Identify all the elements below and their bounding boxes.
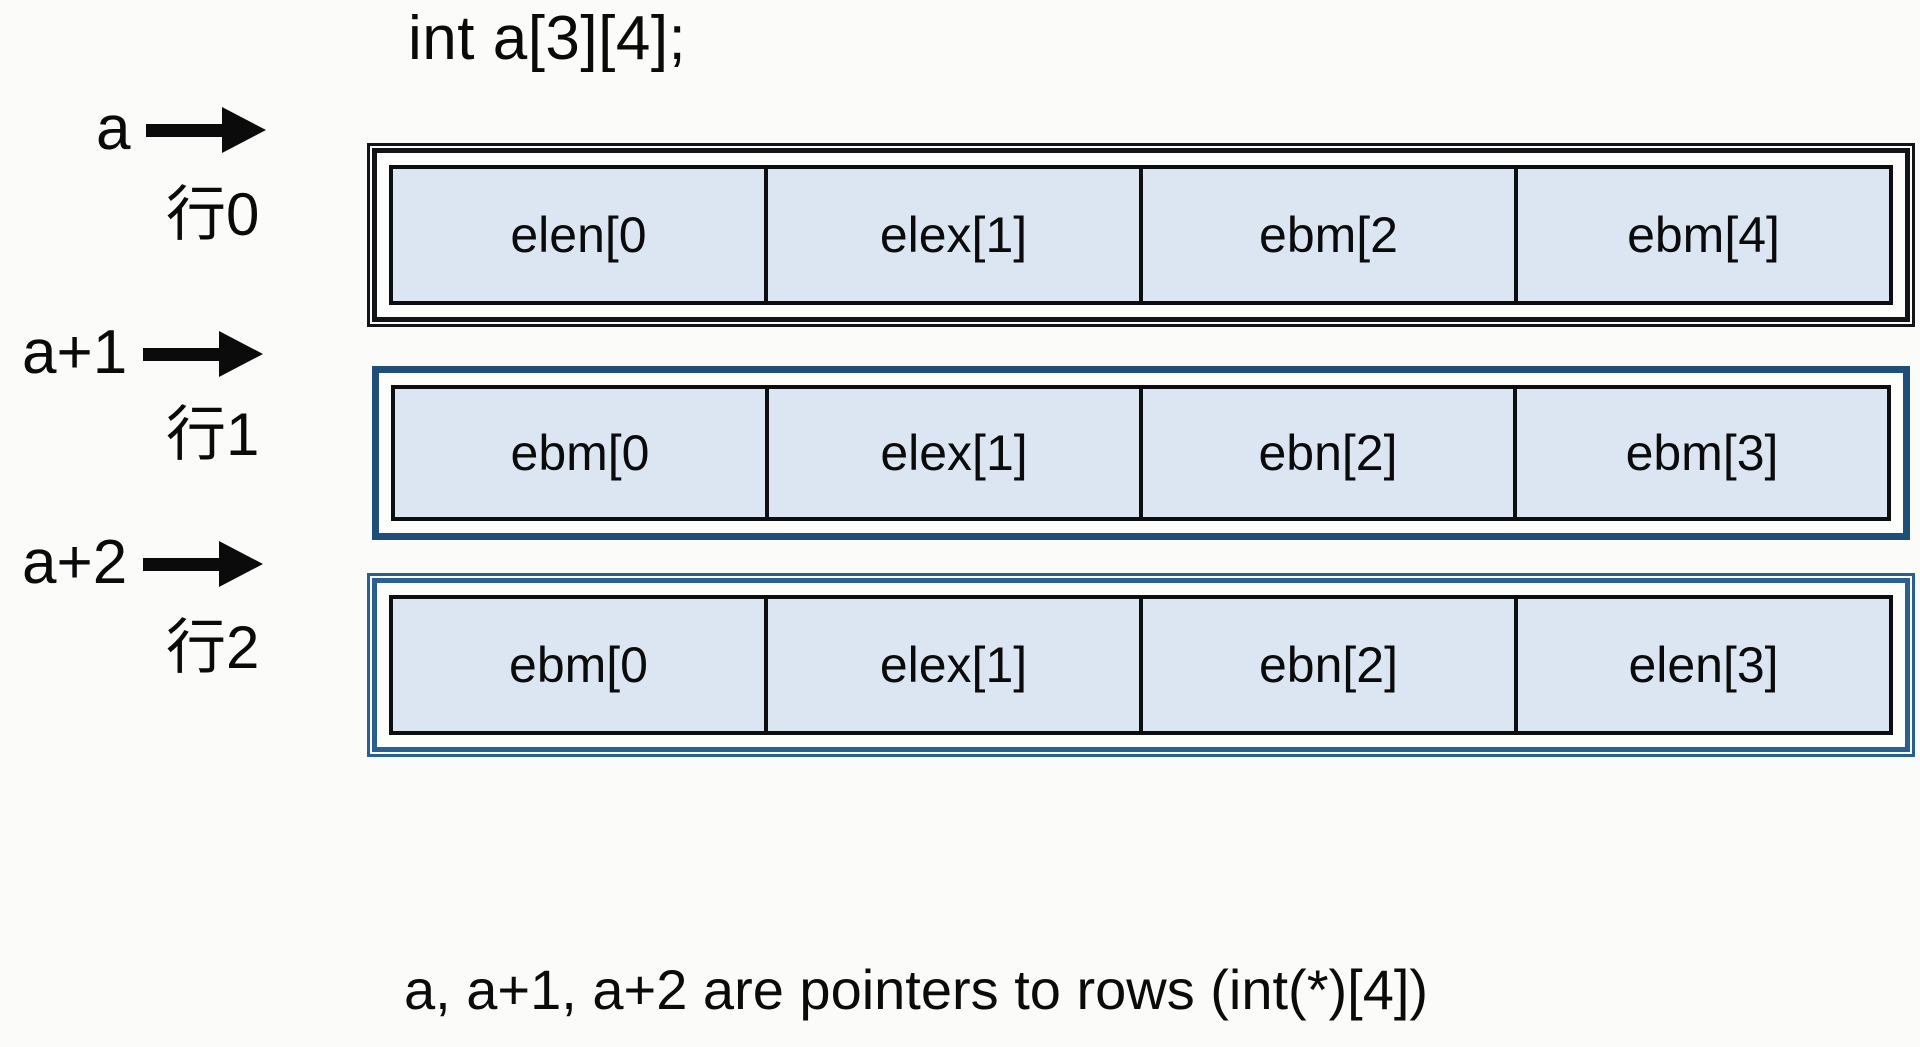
- pointer-label-a: a: [96, 94, 131, 163]
- table-cell[interactable]: elex[1]: [769, 389, 1143, 517]
- pointer-group-row-0: a: [96, 94, 267, 163]
- row-name-1: 行1: [166, 401, 260, 468]
- row-container-1: ebm[0 elex[1] ebn[2] ebm[3]: [372, 366, 1910, 540]
- table-cell[interactable]: elex[1]: [768, 599, 1143, 731]
- arrow-right-icon: [146, 107, 267, 153]
- table-cell[interactable]: ebm[4]: [1518, 169, 1889, 301]
- row-container-2: ebm[0 elex[1] ebn[2] elen[3]: [367, 573, 1915, 757]
- pointer-group-row-2: a+2: [22, 528, 264, 597]
- table-cell[interactable]: elen[3]: [1518, 599, 1889, 731]
- arrow-right-icon: [143, 331, 264, 377]
- diagram-caption: a, a+1, a+2 are pointers to rows (int(*)…: [404, 958, 1429, 1021]
- pointer-label-a-plus-2: a+2: [22, 528, 128, 597]
- arrow-right-icon: [143, 541, 264, 587]
- table-cell[interactable]: ebm[0: [395, 389, 769, 517]
- cell-group-row-2: ebm[0 elex[1] ebn[2] elen[3]: [389, 595, 1893, 735]
- table-cell[interactable]: ebm[3]: [1517, 389, 1887, 517]
- cell-group-row-1: ebm[0 elex[1] ebn[2] ebm[3]: [391, 385, 1891, 521]
- row-name-0: 行0: [166, 181, 260, 248]
- table-cell[interactable]: elex[1]: [768, 169, 1143, 301]
- table-cell[interactable]: ebn[2]: [1143, 389, 1517, 517]
- pointer-label-a-plus-1: a+1: [22, 318, 128, 387]
- row-name-2: 行2: [166, 614, 260, 681]
- table-cell[interactable]: elen[0: [393, 169, 768, 301]
- table-cell[interactable]: ebn[2]: [1143, 599, 1518, 731]
- page-title: int a[3][4];: [408, 4, 687, 73]
- table-cell[interactable]: ebm[2: [1143, 169, 1518, 301]
- table-cell[interactable]: ebm[0: [393, 599, 768, 731]
- cell-group-row-0: elen[0 elex[1] ebm[2 ebm[4]: [389, 165, 1893, 305]
- row-container-0: elen[0 elex[1] ebm[2 ebm[4]: [367, 143, 1915, 327]
- pointer-group-row-1: a+1: [22, 318, 264, 387]
